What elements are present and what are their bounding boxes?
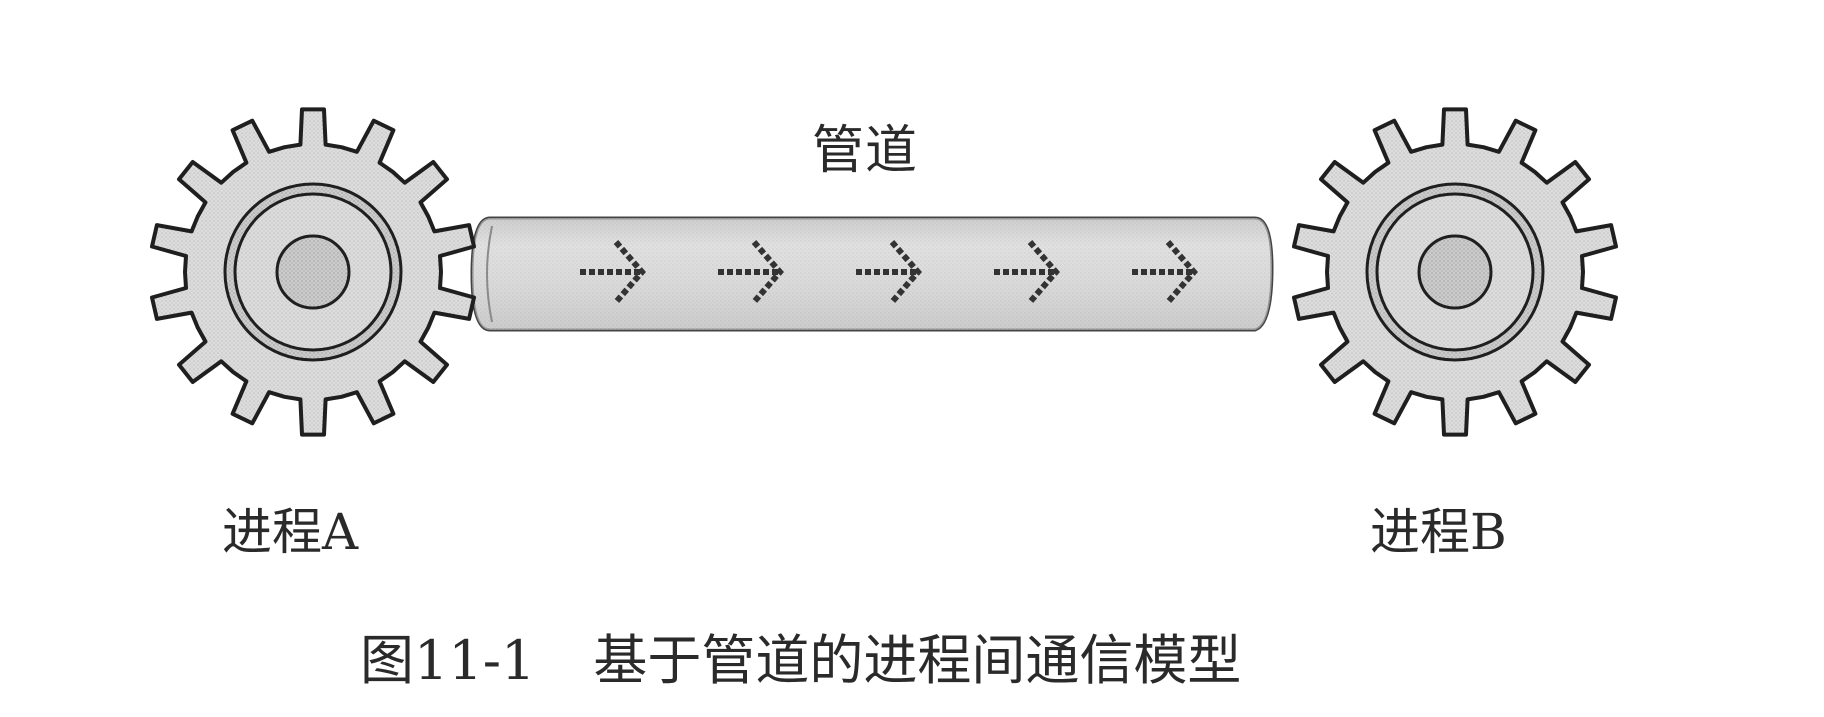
caption-text: 基于管道的进程间通信模型 — [593, 629, 1242, 692]
arrow-right-icon — [718, 240, 784, 304]
process-a-label: 进程A — [222, 503, 359, 561]
arrow-right-icon — [856, 240, 922, 304]
process-b-gear-icon — [1292, 107, 1618, 437]
arrow-right-icon — [994, 240, 1060, 304]
gear-ring-2 — [275, 234, 351, 310]
caption-number: 图11-1 — [360, 629, 536, 692]
process-b-label: 进程B — [1370, 503, 1507, 561]
pipe-label: 管道 — [812, 121, 919, 181]
arrow-right-icon — [1132, 240, 1198, 304]
figure-caption: 图11-1 基于管道的进程间通信模型 — [360, 616, 1241, 695]
arrow-right-icon — [580, 240, 646, 304]
pipe-icon — [470, 216, 1274, 332]
flow-arrows — [580, 240, 1198, 304]
process-a-gear-icon — [150, 107, 476, 437]
gear-ring-2 — [1417, 234, 1493, 310]
